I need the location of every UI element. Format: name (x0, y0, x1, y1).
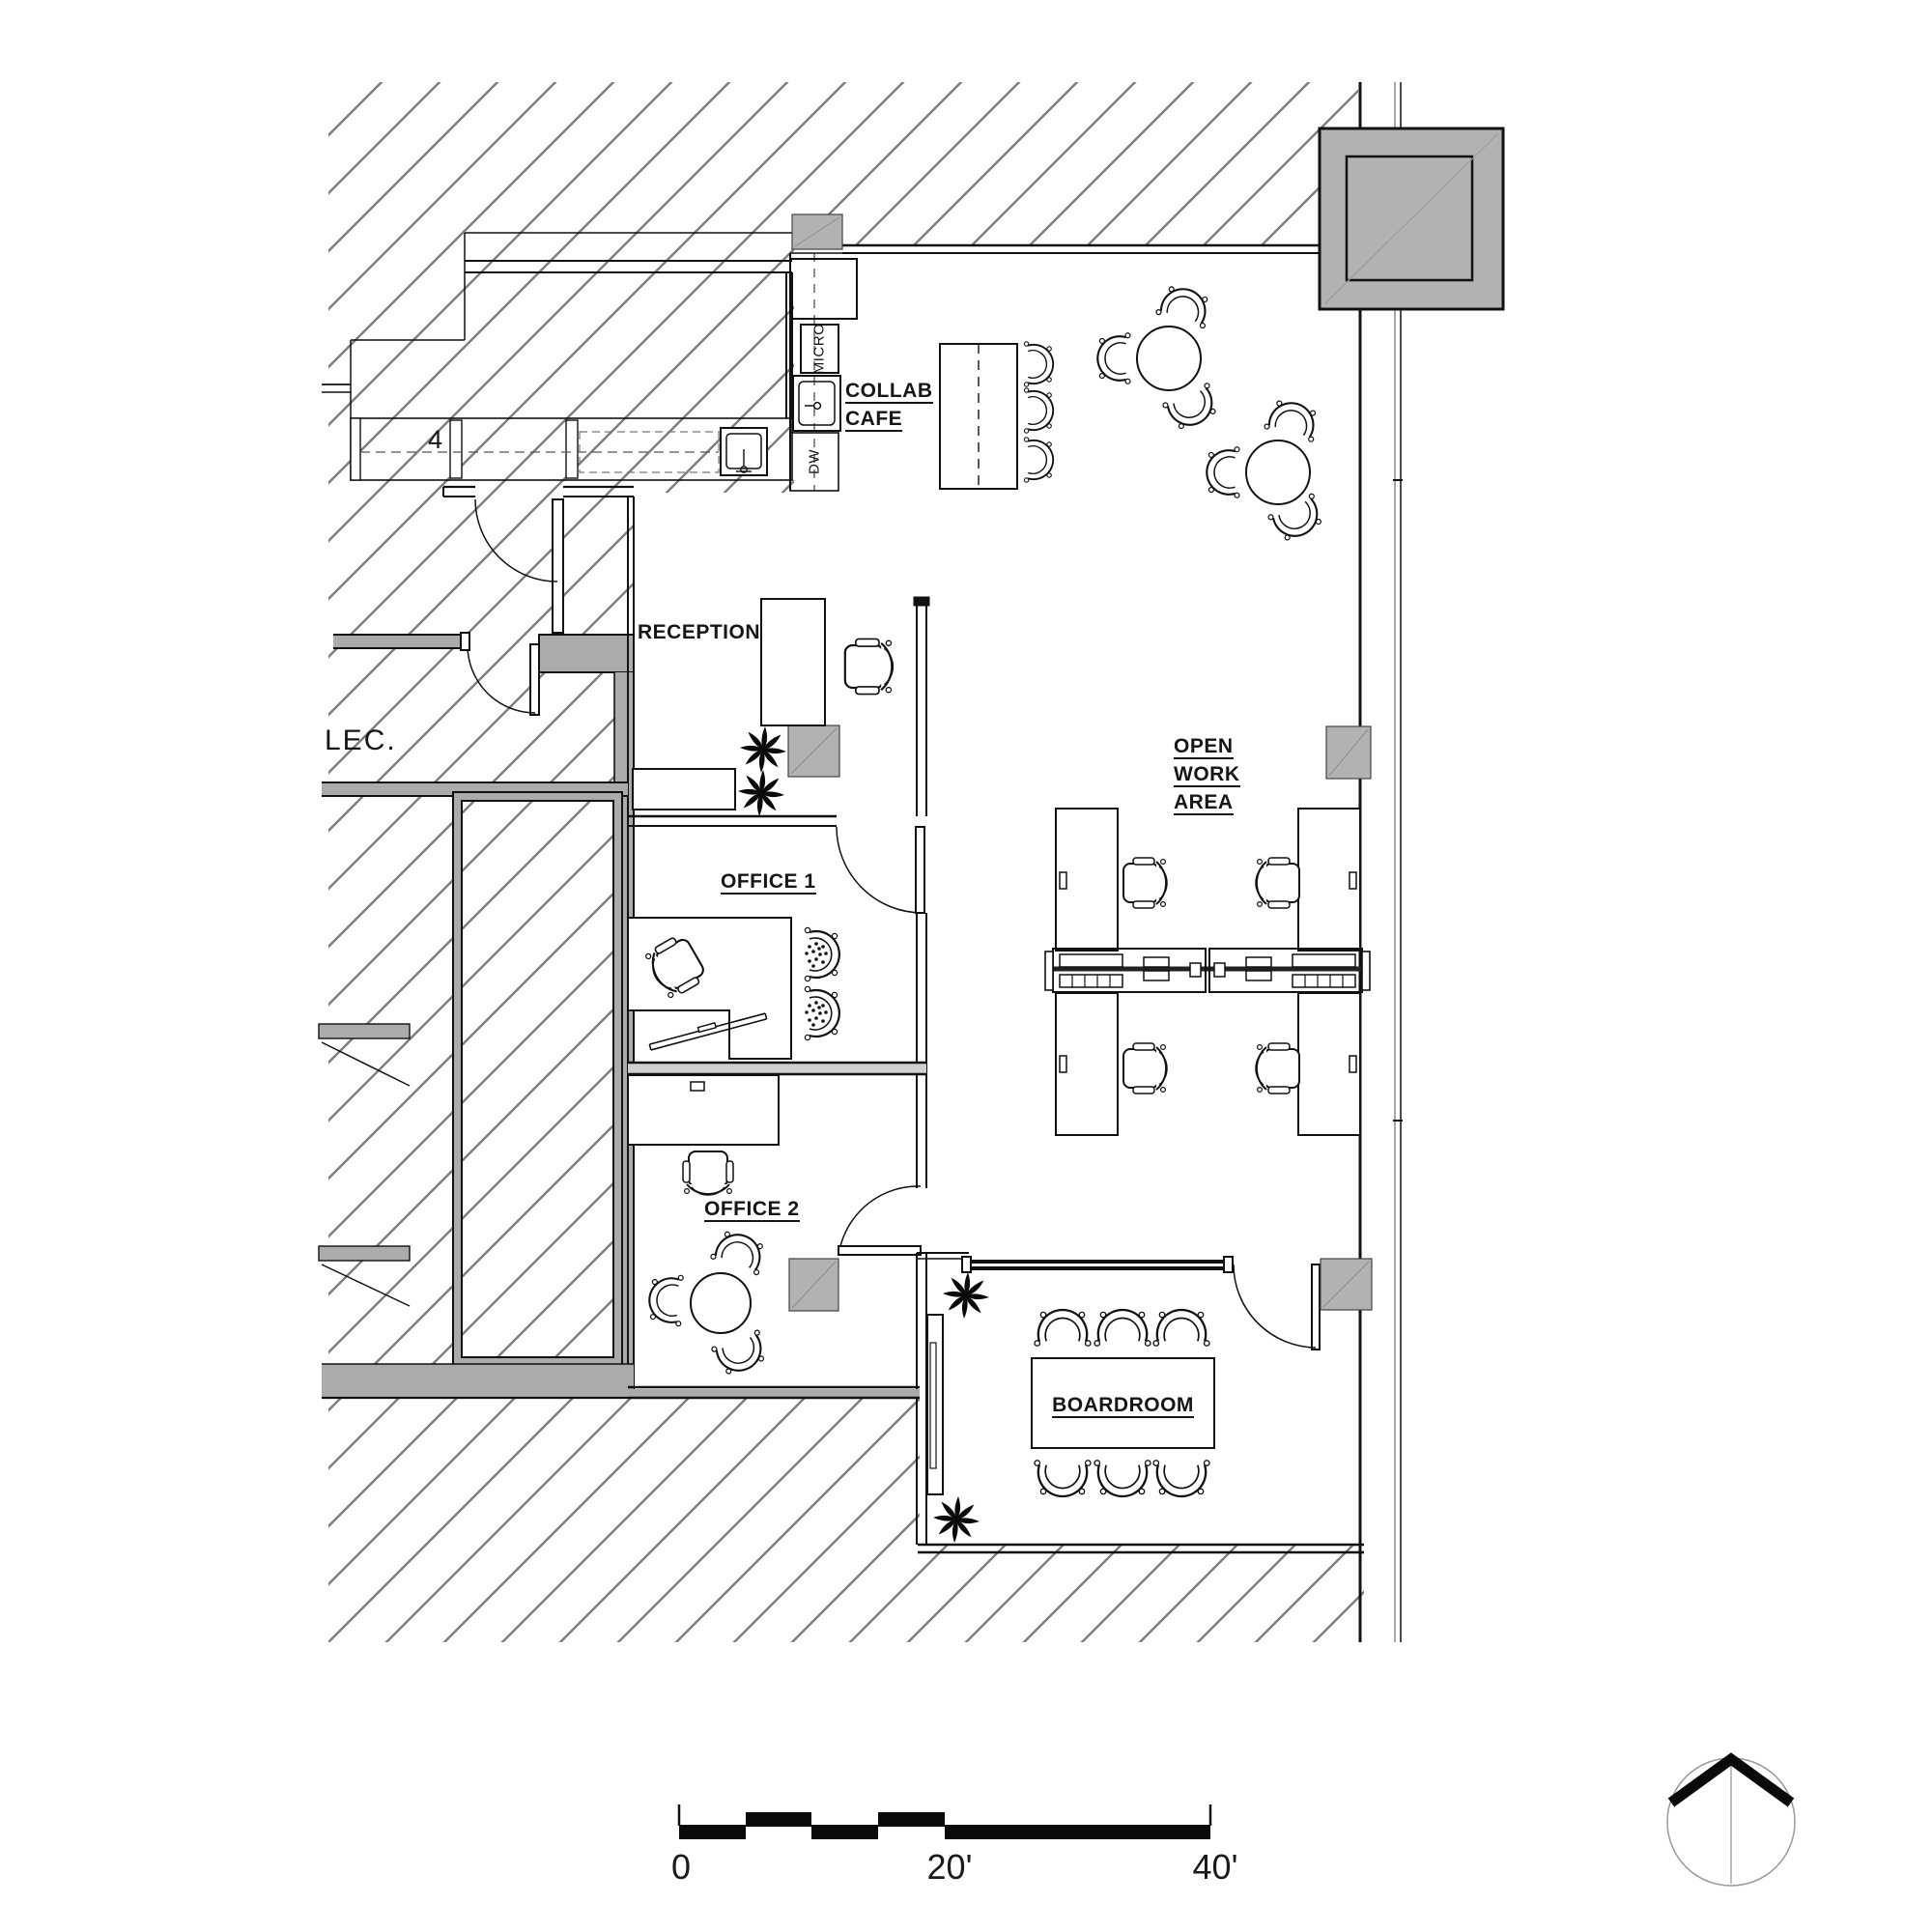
workstation-desk (1297, 808, 1361, 952)
office2-round-table (646, 1226, 772, 1379)
left-core-walls (318, 497, 635, 1400)
plant-icon (740, 726, 786, 773)
microwave-label: MICRO (810, 323, 828, 375)
column (791, 213, 843, 250)
task-chair (1122, 857, 1169, 909)
sink-icon (792, 375, 841, 432)
cafe-kitchen-millwork (789, 252, 858, 492)
cafe-furniture (939, 281, 1329, 547)
entry-walls (442, 485, 634, 716)
scale-bar (677, 1804, 1212, 1839)
boardroom-chair (1093, 1308, 1152, 1348)
column (787, 724, 840, 778)
cafe-chair (1023, 340, 1055, 388)
boardroom-chair (1093, 1459, 1152, 1498)
reception-bench (632, 768, 736, 810)
door-swing-icon (474, 498, 564, 634)
office1-guest-chair (805, 986, 839, 1039)
cafe-round-table (1206, 395, 1329, 547)
scale-label-20: 20' (926, 1847, 973, 1887)
task-chair (1254, 857, 1300, 909)
workstation-desk (1055, 808, 1119, 952)
boardroom-chair (1033, 1459, 1093, 1498)
column (1320, 1258, 1373, 1311)
cafe-chair (1023, 436, 1055, 484)
plant-icon (943, 1272, 989, 1319)
north-arrow-icon (1666, 1752, 1796, 1887)
boardroom-chair (1151, 1308, 1211, 1348)
room-label-boardroom: BOARDROOM (1052, 1394, 1194, 1418)
top-walls (322, 232, 1320, 418)
room-label-reception: RECEPTION (638, 621, 761, 643)
door-swing-icon (1233, 1264, 1321, 1350)
task-chair (1254, 1042, 1300, 1094)
sink-icon (720, 427, 768, 476)
task-chair (1122, 1042, 1169, 1094)
structural-columns (787, 127, 1505, 1312)
workstation-desk (1055, 992, 1119, 1136)
room-label-collab-cafe: COLLAB CAFE (845, 380, 933, 432)
office1-tray (648, 1012, 768, 1051)
room-label-office2: OFFICE 2 (704, 1198, 800, 1222)
office1-guest-chair (805, 927, 839, 980)
window-wall-right (1358, 82, 1403, 1642)
column (1325, 725, 1372, 780)
plant-icon (933, 1496, 980, 1543)
door-swing-icon (836, 826, 925, 914)
room-label-elec: LEC. (325, 724, 397, 756)
boardroom-walls (918, 1256, 1364, 1554)
hatch-out-of-scope-regions (328, 82, 1364, 1642)
office2-desk-chair (682, 1151, 734, 1197)
door-swing-icon (838, 1185, 922, 1256)
cafe-chair (1023, 386, 1055, 435)
reception-furniture (632, 598, 895, 816)
office1-l-desk (627, 917, 792, 1060)
open-work-area-furniture (1044, 808, 1371, 1136)
office2-desk (627, 1074, 780, 1146)
scale-label-0: 0 (670, 1847, 692, 1887)
cafe-round-table (1096, 281, 1223, 435)
shaft-column-large (1318, 127, 1505, 311)
benching-spine (1044, 948, 1371, 993)
boardroom-chair (1033, 1308, 1093, 1348)
plant-icon (738, 770, 784, 816)
grid-mark-label: 4 (428, 425, 443, 454)
room-label-open-work-area: OPEN WORK AREA (1174, 735, 1240, 815)
cafe-bar-table (939, 343, 1018, 490)
scale-label-40: 40' (1192, 1847, 1238, 1887)
reception-chair (843, 638, 895, 696)
office2-furniture (627, 1074, 780, 1379)
door-swing-icon (467, 643, 540, 716)
shared-counter (350, 417, 793, 481)
boardroom-credenza (926, 1314, 944, 1495)
boardroom-furniture (926, 1272, 1215, 1543)
workstation-desk (1297, 992, 1361, 1136)
reception-desk (760, 598, 826, 726)
boardroom-table (1031, 1357, 1215, 1449)
room-label-office1: OFFICE 1 (721, 870, 816, 895)
dishwasher-icon (789, 432, 839, 492)
boardroom-chair (1151, 1459, 1211, 1498)
microwave-icon (800, 324, 839, 374)
tv-icon (929, 1342, 937, 1469)
dishwasher-label: DW (806, 449, 823, 474)
office1-furniture (627, 917, 839, 1060)
column (788, 1258, 839, 1312)
